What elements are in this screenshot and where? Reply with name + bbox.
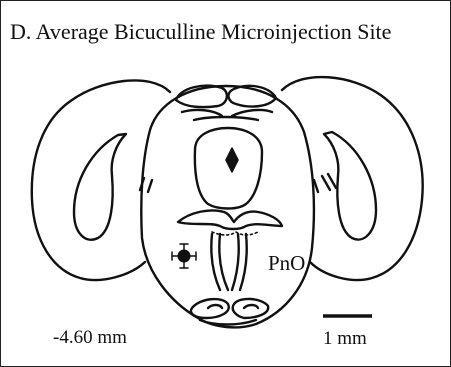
peduncle-marks-right bbox=[314, 174, 336, 192]
section-level-label: -4.60 mm bbox=[53, 327, 127, 349]
pontine-nuclei bbox=[191, 299, 268, 325]
figure-title: D. Average Bicuculline Microinjection Si… bbox=[10, 20, 391, 44]
left-cerebellar-lobe bbox=[32, 80, 170, 280]
tegmental-tract-outline bbox=[178, 210, 282, 229]
raphe-lines bbox=[211, 234, 246, 290]
right-cerebellar-lobe bbox=[282, 77, 423, 280]
microinjection-site-marker bbox=[172, 244, 196, 268]
brainstem-outline bbox=[141, 86, 314, 327]
fourth-ventricle bbox=[195, 128, 262, 209]
pno-region-label: PnO bbox=[268, 251, 305, 275]
scale-bar-label: 1 mm bbox=[323, 328, 367, 350]
